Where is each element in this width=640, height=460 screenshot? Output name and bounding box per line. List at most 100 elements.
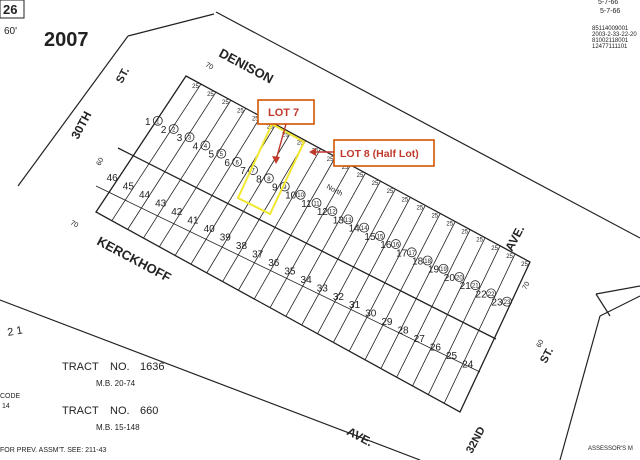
lot-number: 28 <box>398 326 410 337</box>
parcel-circle <box>470 280 481 291</box>
parcel-number: 12 <box>329 210 336 216</box>
street-kerckhoff-width: 70 <box>69 220 79 230</box>
code-number: 14 <box>2 403 10 410</box>
lot-frontage: 25 <box>207 92 214 98</box>
lot-frontage: 25 <box>476 238 483 244</box>
lot-number: 7 <box>240 166 246 177</box>
parcel-circle <box>232 156 243 167</box>
parcel-circle <box>343 214 354 225</box>
parcel-number: 11 <box>313 201 320 207</box>
lot-number: 42 <box>171 207 183 218</box>
lot-frontage: 25 <box>192 84 199 90</box>
lot-number: 12 <box>317 207 329 218</box>
parcel-number: 6 <box>235 160 239 166</box>
tract-label: TRACT <box>62 361 99 373</box>
lot-labels: 1461252452253443254434255425256416257407… <box>107 84 529 371</box>
top-right-code-1: 5-7-66 <box>598 0 618 6</box>
lot-number: 33 <box>317 283 329 294</box>
top-right-note-1: 85114009001 <box>592 26 629 32</box>
lot-number: 9 <box>272 183 278 194</box>
lot-frontage: 25 <box>237 108 244 114</box>
north-label: North <box>325 184 343 198</box>
lot-number: 5 <box>208 150 214 161</box>
parcel-circle <box>375 230 385 241</box>
tract-number: 660 <box>140 405 158 417</box>
lot-number: 14 <box>349 224 361 235</box>
lot-frontage: 25 <box>402 197 409 203</box>
lot-frontage: 25 <box>327 157 334 163</box>
lot-number: 40 <box>204 224 216 235</box>
parcel-circle <box>216 148 227 159</box>
lot-frontage: 25 <box>431 213 438 219</box>
parcel-circle <box>263 173 274 184</box>
lot-frontage: 25 <box>297 141 304 147</box>
lot-divider <box>427 245 501 395</box>
lot-divider <box>348 205 426 352</box>
parcel-number: 8 <box>267 177 271 183</box>
page-scale: 60' <box>4 26 17 37</box>
lot-frontage: 25 <box>521 262 528 268</box>
street-30th: 30TH <box>68 109 94 141</box>
street-denison-width: 70 <box>204 62 214 72</box>
page-number: 26 <box>3 2 17 17</box>
lot-number: 4 <box>193 141 199 152</box>
lot-divider <box>143 100 232 239</box>
lot-number: 44 <box>139 190 151 201</box>
lot-number: 22 <box>476 289 488 300</box>
tract-1636: TRACT NO. 1636 M.B. 20-74 <box>62 361 164 388</box>
lot-number: 32 <box>333 292 345 303</box>
parcel-circle <box>327 206 338 217</box>
lot-number: 2 <box>161 125 167 136</box>
lot-divider <box>95 75 187 213</box>
street-denison: DENISON <box>217 45 276 86</box>
lot-number: 30 <box>365 309 377 320</box>
parcel-circle <box>486 288 497 299</box>
lot-frontage: 25 <box>387 189 394 195</box>
parcel-circle <box>200 140 211 151</box>
lot-number: 18 <box>412 257 424 268</box>
street-ave-top: AVE. <box>502 223 527 254</box>
parcel-circle <box>168 124 179 134</box>
lot-frontage: 25 <box>491 246 498 252</box>
parcel-number: 21 <box>472 284 479 290</box>
street-lines <box>0 11 640 460</box>
parcel-circle <box>422 255 433 266</box>
tract-mb: M.B. 20-74 <box>96 379 136 388</box>
lot-number: 38 <box>236 241 248 252</box>
street-30th-width: 60 <box>96 157 106 167</box>
lot-divider <box>285 172 366 317</box>
lot-number: 46 <box>107 173 119 184</box>
top-right-note-4: 12477111101 <box>592 44 628 50</box>
lot-number: 27 <box>414 334 426 345</box>
lot-frontage: 25 <box>416 205 423 211</box>
lot-number: 13 <box>333 215 345 226</box>
parcel-number: 20 <box>456 275 463 281</box>
lot-number: 45 <box>123 182 135 193</box>
page-number-box: 26 60' <box>0 0 25 37</box>
lot-divider <box>459 261 531 413</box>
lot-number: 25 <box>446 351 458 362</box>
lot-frontage: 25 <box>222 100 229 106</box>
callout-lot7: LOT 7 <box>257 99 315 164</box>
parcel-circle <box>359 222 370 233</box>
lot-frontage: 25 <box>506 254 513 260</box>
lot-divider <box>380 221 456 369</box>
lot-frontage: 25 <box>342 165 349 171</box>
lot-frontage: 25 <box>446 222 453 228</box>
lot-number: 34 <box>301 275 313 286</box>
parcel-number: 22 <box>488 292 495 298</box>
lot-number: 16 <box>380 240 392 251</box>
callout-lot7-label: LOT 7 <box>268 107 299 119</box>
street-32nd-width: 60 <box>536 339 546 349</box>
lot-number: 41 <box>187 215 199 226</box>
lot-number: 1 <box>145 117 151 128</box>
lot-divider <box>443 253 516 404</box>
parcel-circle <box>438 263 449 274</box>
lot-number: 8 <box>256 174 262 185</box>
lot-frontage: 25 <box>282 133 289 139</box>
lot-divider <box>238 148 321 291</box>
tract-660: TRACT NO. 660 M.B. 15-148 <box>62 405 158 432</box>
lot-divider <box>301 180 381 326</box>
street-side-width: 70 <box>522 281 532 291</box>
